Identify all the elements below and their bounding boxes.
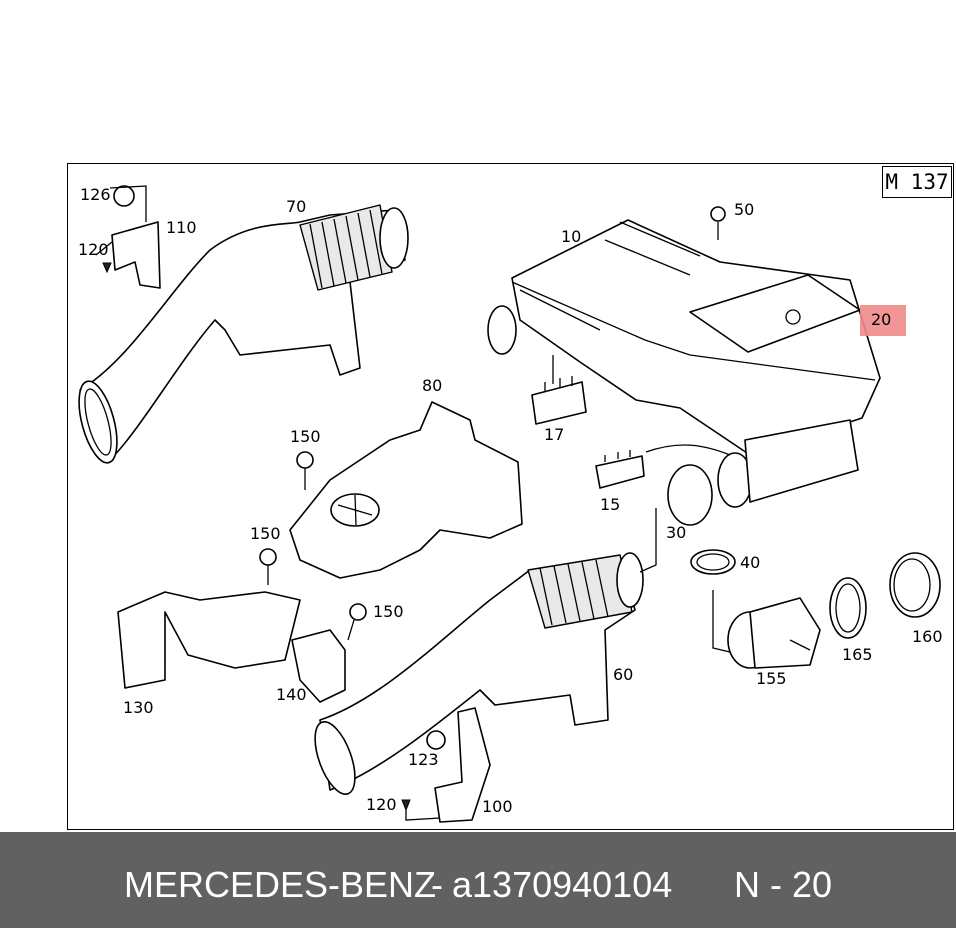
callout-150-upper: 150 [290, 427, 321, 446]
callout-70: 70 [286, 197, 307, 216]
highlighted-callout-box [860, 305, 906, 336]
clamp-165 [829, 577, 867, 639]
callout-120-lower: 120 [366, 795, 397, 814]
sensor-15 [595, 444, 731, 489]
callout-155: 155 [756, 669, 787, 688]
air-duct-60 [314, 552, 644, 795]
callout-126: 126 [80, 185, 111, 204]
callout-150-lower: 150 [373, 602, 404, 621]
callout-17: 17 [544, 425, 565, 444]
callout-60: 60 [613, 665, 634, 684]
seal-ring-40 [690, 549, 736, 653]
diagram-drawing [78, 185, 941, 823]
cover-80 [289, 401, 523, 579]
air-duct-70 [78, 204, 409, 464]
callout-20: 20 [871, 310, 892, 329]
support-140 [291, 629, 346, 703]
callout-160: 160 [912, 627, 943, 646]
callout-50: 50 [734, 200, 755, 219]
footer-part-number: a1370940104 [452, 864, 673, 905]
bracket-110 [95, 185, 161, 289]
model-code-label: M 137 [882, 166, 952, 198]
sensor-17 [531, 355, 587, 425]
callout-150-middle: 150 [250, 524, 281, 543]
callout-120-upper: 120 [78, 240, 109, 259]
callout-123: 123 [408, 750, 439, 769]
filter-housing-10 [487, 206, 881, 508]
callout-110: 110 [166, 218, 197, 237]
callout-15: 15 [600, 495, 621, 514]
footer-separator: - [431, 864, 443, 905]
callout-30: 30 [666, 523, 687, 542]
callout-165: 165 [842, 645, 873, 664]
diagram-frame [67, 163, 954, 830]
bracket-130 [117, 591, 301, 689]
footer-position: N - 20 [734, 864, 833, 905]
callout-100: 100 [482, 797, 513, 816]
callout-10: 10 [561, 227, 582, 246]
callout-130: 130 [123, 698, 154, 717]
callout-140: 140 [276, 685, 307, 704]
footer-brand: MERCEDES-BENZ [124, 864, 437, 905]
footer-bar: MERCEDES-BENZ - a1370940104 N - 20 [0, 832, 956, 928]
hose-160 [889, 552, 941, 618]
bracket-100 [401, 707, 491, 823]
bolts-150 [259, 451, 367, 641]
filter-element-30 [639, 464, 713, 573]
callout-80: 80 [422, 376, 443, 395]
air-mass-sensor-155 [727, 597, 821, 669]
callout-40: 40 [740, 553, 761, 572]
